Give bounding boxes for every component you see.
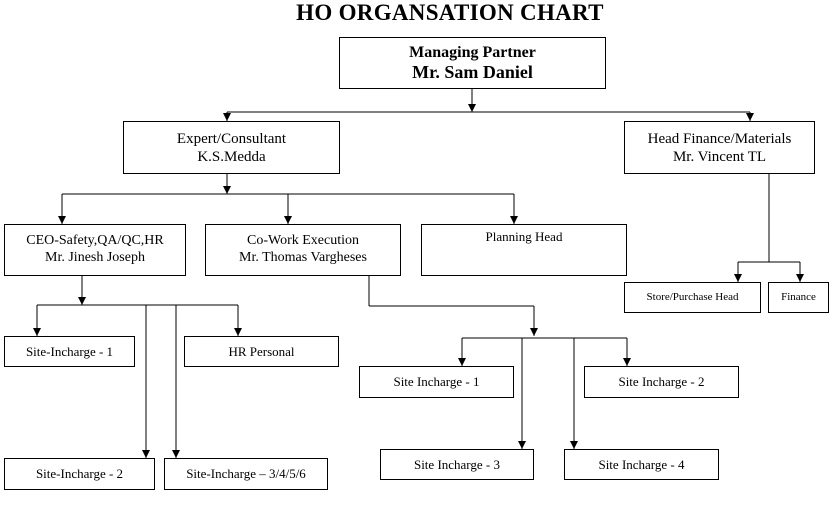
- node-person: Mr. Vincent TL: [672, 148, 767, 165]
- node-title: CEO-Safety,QA/QC,HR: [26, 233, 164, 249]
- arrowhead: [78, 297, 86, 305]
- node-co-work-execution: Co-Work Execution Mr. Thomas Vargheses: [205, 224, 401, 276]
- arrowhead: [172, 450, 180, 458]
- node-site-incharge-4-right: Site Incharge - 4: [564, 449, 719, 480]
- node-site-incharge-3-right: Site Incharge - 3: [380, 449, 534, 480]
- node-title: Site Incharge - 4: [598, 456, 685, 472]
- arrowhead: [623, 358, 631, 366]
- arrowhead: [58, 216, 66, 224]
- node-title: Site-Incharge - 1: [25, 343, 114, 359]
- chart-title: HO ORGANSATION CHART: [296, 0, 604, 25]
- node-site-incharge-3456-left: Site-Incharge – 3/4/5/6: [164, 458, 328, 490]
- node-site-incharge-2-left: Site-Incharge - 2: [4, 458, 155, 490]
- node-site-incharge-1-left: Site-Incharge - 1: [4, 336, 135, 367]
- node-hr-personal: HR Personal: [184, 336, 339, 367]
- node-managing-partner: Managing Partner Mr. Sam Daniel: [339, 37, 606, 89]
- arrowhead: [223, 113, 231, 121]
- node-person: Mr. Sam Daniel: [412, 61, 533, 82]
- node-title: Head Finance/Materials: [647, 130, 792, 147]
- node-title: Site Incharge - 1: [393, 374, 480, 390]
- arrowhead: [734, 274, 742, 282]
- node-planning-head: Planning Head: [421, 224, 627, 276]
- node-title: Expert/Consultant: [176, 130, 287, 147]
- arrowhead: [234, 328, 242, 336]
- arrowhead: [746, 113, 754, 121]
- node-finance: Finance: [768, 282, 829, 313]
- node-store-purchase-head: Store/Purchase Head: [624, 282, 761, 313]
- arrowhead: [518, 441, 526, 449]
- arrowhead: [570, 441, 578, 449]
- node-person: Mr. Thomas Vargheses: [239, 250, 367, 265]
- node-title: Site-Incharge - 2: [35, 466, 124, 482]
- arrowhead: [284, 216, 292, 224]
- node-title: Planning Head: [485, 229, 563, 244]
- arrowhead: [458, 358, 466, 366]
- arrowhead: [33, 328, 41, 336]
- node-title: Finance: [781, 290, 816, 303]
- arrowhead: [468, 104, 476, 112]
- node-site-incharge-1-right: Site Incharge - 1: [359, 366, 514, 398]
- node-expert-consultant: Expert/Consultant K.S.Medda: [123, 121, 340, 174]
- node-person: Mr. Jinesh Joseph: [45, 250, 145, 265]
- arrowhead: [223, 186, 231, 194]
- arrowhead: [796, 274, 804, 282]
- node-title: Managing Partner: [409, 43, 536, 61]
- node-title: Store/Purchase Head: [646, 290, 739, 303]
- node-title: Co-Work Execution: [246, 233, 359, 249]
- node-title: HR Personal: [228, 343, 295, 359]
- node-site-incharge-2-right: Site Incharge - 2: [584, 366, 739, 398]
- node-title: Site-Incharge – 3/4/5/6: [186, 466, 306, 482]
- arrowhead: [510, 216, 518, 224]
- node-title: Site Incharge - 2: [618, 374, 705, 390]
- node-ceo: CEO-Safety,QA/QC,HR Mr. Jinesh Joseph: [4, 224, 186, 276]
- node-person: K.S.Medda: [197, 148, 266, 165]
- arrowhead: [142, 450, 150, 458]
- arrowhead: [530, 328, 538, 336]
- node-head-finance: Head Finance/Materials Mr. Vincent TL: [624, 121, 815, 174]
- node-title: Site Incharge - 3: [413, 456, 501, 472]
